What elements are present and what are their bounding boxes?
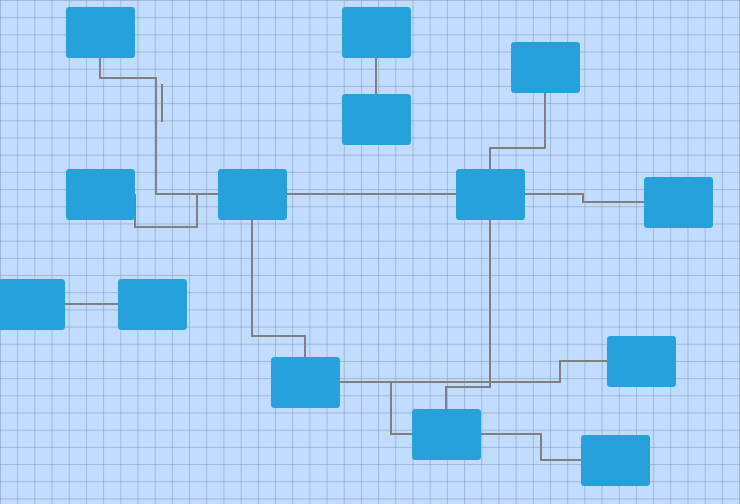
diagram-node-n12[interactable] — [607, 336, 676, 387]
diagram-node-n3[interactable] — [342, 94, 411, 145]
connector-n11-n13[interactable] — [340, 381, 412, 435]
diagram-node-n1[interactable] — [66, 7, 135, 58]
diagram-node-n2[interactable] — [342, 7, 411, 58]
diagram-node-n9[interactable] — [0, 279, 65, 330]
diagram-node-n10[interactable] — [118, 279, 187, 330]
diagram-node-n6[interactable] — [218, 169, 287, 220]
connector-n4-n7[interactable] — [489, 93, 546, 169]
diagram-node-n5[interactable] — [66, 169, 135, 220]
connector-n5-n6[interactable] — [134, 193, 218, 228]
connector-n7-n8[interactable] — [525, 193, 644, 203]
diagram-node-n8[interactable] — [644, 177, 713, 228]
diagram-node-n4[interactable] — [511, 42, 580, 93]
connector-n6-n11[interactable] — [251, 220, 306, 357]
diagram-node-n11[interactable] — [271, 357, 340, 408]
diagram-node-n14[interactable] — [581, 435, 650, 486]
connector-n11-n12[interactable] — [340, 360, 607, 383]
connector-n13-n14[interactable] — [481, 433, 581, 461]
diagram-node-n7[interactable] — [456, 169, 525, 220]
nodes-layer — [0, 7, 713, 486]
diagram-node-n13[interactable] — [412, 409, 481, 460]
edges-layer — [65, 58, 644, 461]
connector-n1-n6[interactable] — [99, 58, 218, 195]
connector-n7-n13[interactable] — [445, 220, 491, 409]
